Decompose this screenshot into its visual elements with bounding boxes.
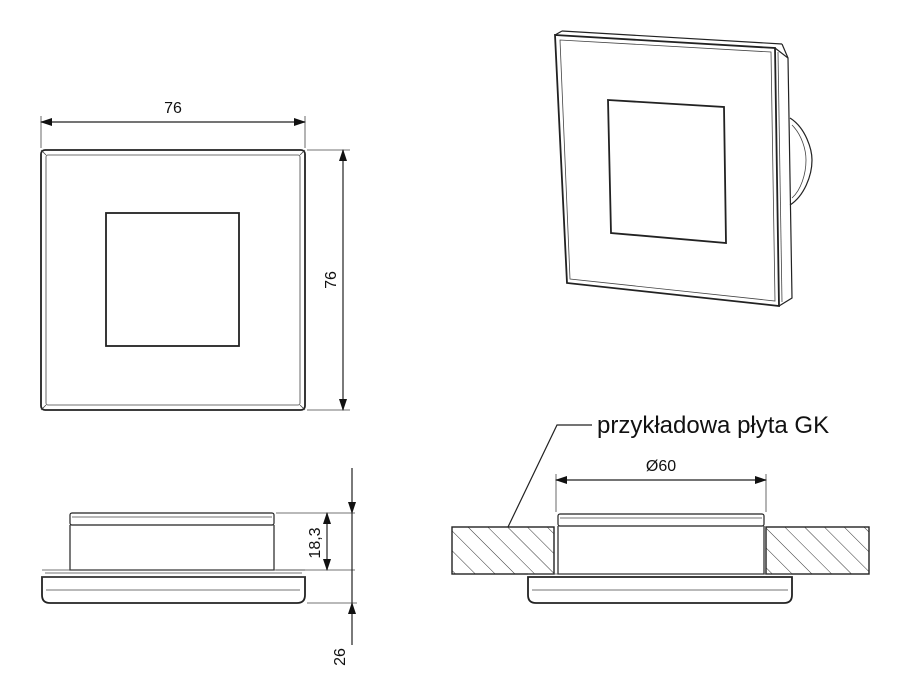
body-height-dimension-label: 18,3 [307, 527, 324, 558]
side-top-cap [69, 512, 275, 526]
height-dimension-label: 76 [323, 271, 340, 289]
drywall-left [451, 526, 555, 575]
iso-back-body [789, 117, 813, 206]
iso-window [607, 99, 727, 244]
install-body [557, 526, 765, 575]
front-inner-bevel [45, 154, 301, 406]
front-view: 76 76 [40, 100, 350, 411]
isometric-view [554, 30, 813, 308]
side-view: 18,3 26 [41, 468, 357, 666]
callout-leader [507, 424, 592, 528]
install-flange [527, 576, 793, 604]
drywall-right [765, 526, 870, 575]
install-top-cap [557, 513, 765, 527]
width-dimension-label: 76 [164, 100, 182, 117]
side-body [69, 525, 275, 571]
installation-view: Ø60 przykładowa płyta GK [451, 412, 870, 604]
side-flange [41, 576, 306, 604]
total-height-dimension-label: 26 [332, 648, 349, 666]
iso-front-face [554, 34, 780, 308]
front-outer-frame [40, 149, 306, 411]
diameter-dimension-label: Ø60 [646, 458, 676, 475]
callout-label: przykładowa płyta GK [597, 412, 829, 439]
front-window [105, 212, 240, 347]
